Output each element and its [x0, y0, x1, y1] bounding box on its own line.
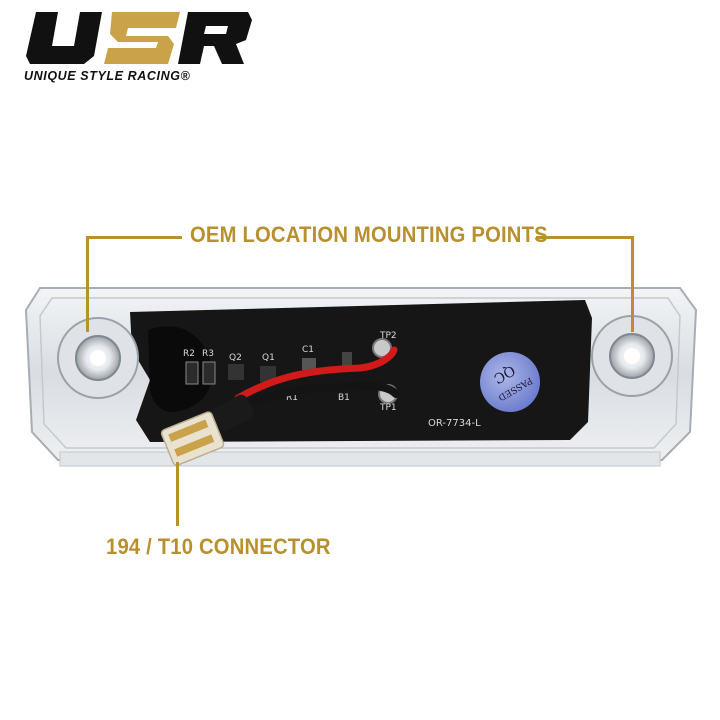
brand-logo: UNIQUE STYLE RACING®: [12, 6, 252, 86]
left-mounting-point: [57, 317, 139, 399]
qc-sticker: PASSED QC: [480, 352, 540, 412]
pcb-label-r1: R1: [286, 393, 298, 403]
pcb-labels: R2 R3 Q2 Q1 C1 TP2 R1 B1 TP1 OR-7734-L: [183, 331, 481, 429]
leader-line-right-vertical: [631, 236, 634, 332]
mounting-points-callout: OEM LOCATION MOUNTING POINTS: [190, 222, 548, 247]
usr-logo-mark: [26, 12, 252, 64]
leader-line-right-horizontal: [536, 236, 634, 239]
pcb-part-number: OR-7734-L: [428, 418, 481, 429]
pcb-label-r2: R2: [183, 349, 195, 359]
pcb-label-c1: C1: [302, 345, 314, 355]
right-mounting-point: [591, 315, 673, 397]
brand-tagline: UNIQUE STYLE RACING®: [24, 69, 191, 83]
pcb-label-q2: Q2: [229, 353, 242, 363]
pcb-label-tp1: TP1: [379, 403, 397, 413]
connector-callout: 194 / T10 CONNECTOR: [106, 534, 331, 559]
leader-line-connector-vertical: [176, 462, 179, 526]
pcb-label-r3: R3: [202, 349, 214, 359]
pcb-label-q1: Q1: [262, 353, 275, 363]
t10-connector: [160, 411, 225, 466]
pcb-label-b1: B1: [338, 393, 350, 403]
leader-line-left-vertical: [86, 236, 89, 332]
leader-line-left-horizontal: [86, 236, 182, 239]
pcb-label-tp2: TP2: [379, 331, 397, 341]
